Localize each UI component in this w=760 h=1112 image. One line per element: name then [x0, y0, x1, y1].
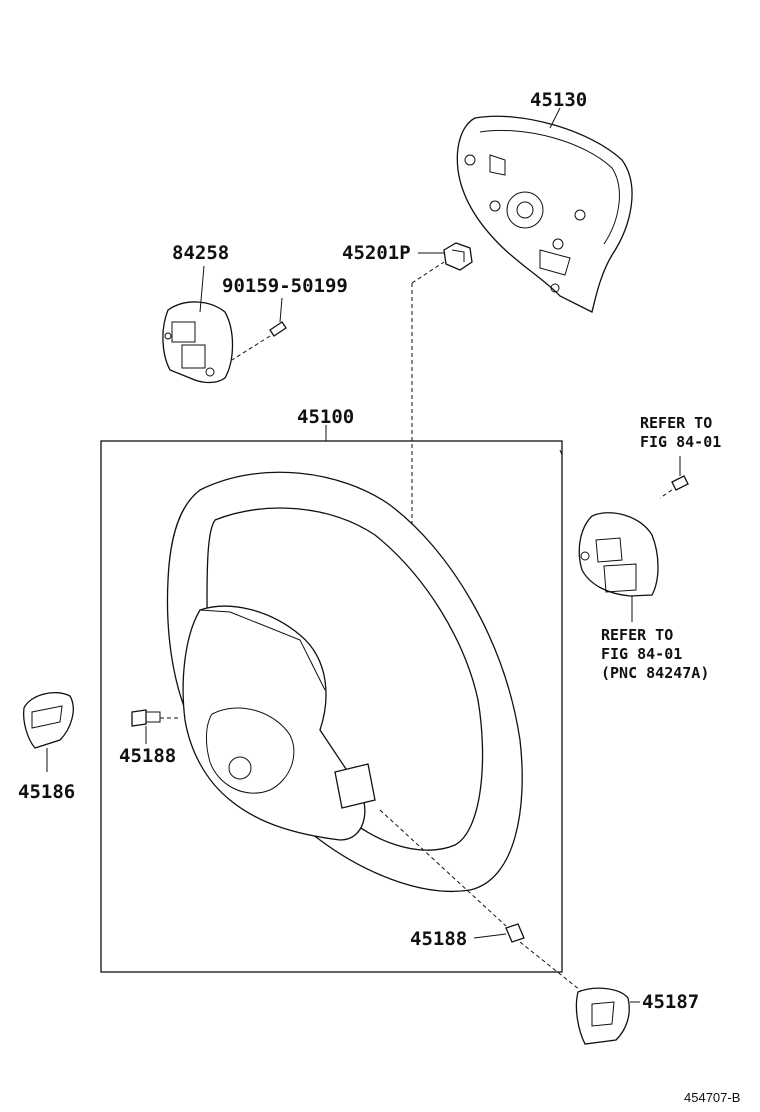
label-45186: 45186: [18, 781, 75, 803]
steering-wheel-group-box: [100, 440, 563, 973]
bolt-45188-left: [131, 709, 180, 744]
nut-45201p: [411, 242, 473, 650]
bolt-45188-bottom: [379, 809, 591, 999]
refer-right-line3: (PNC 84247A): [601, 664, 709, 682]
switch-assembly-84258: [162, 265, 234, 384]
label-45201p: 45201P: [342, 242, 411, 264]
label-90159-50199: 90159-50199: [222, 275, 348, 297]
refer-right-line1: REFER TO: [601, 626, 673, 644]
refer-right-line2: FIG 84-01: [601, 645, 682, 663]
cover-45187: [575, 987, 640, 1045]
diagram-id: 454707-B: [684, 1090, 740, 1105]
label-45187: 45187: [642, 991, 699, 1013]
label-45100: 45100: [297, 406, 354, 428]
refer-top-line1: REFER TO: [640, 414, 712, 432]
refer-top-line2: FIG 84-01: [640, 433, 721, 451]
steering-wheel-45100: [166, 449, 563, 892]
label-45188-bottom: 45188: [410, 928, 467, 950]
label-45188-left: 45188: [119, 745, 176, 767]
cover-45186: [22, 692, 74, 772]
switch-assembly-right: [578, 512, 659, 622]
screw-90159-50199: [231, 297, 287, 361]
label-84258: 84258: [172, 242, 229, 264]
airbag-assembly-45130: [456, 107, 633, 313]
label-45130: 45130: [530, 89, 587, 111]
screw-refer-top: [659, 456, 689, 499]
